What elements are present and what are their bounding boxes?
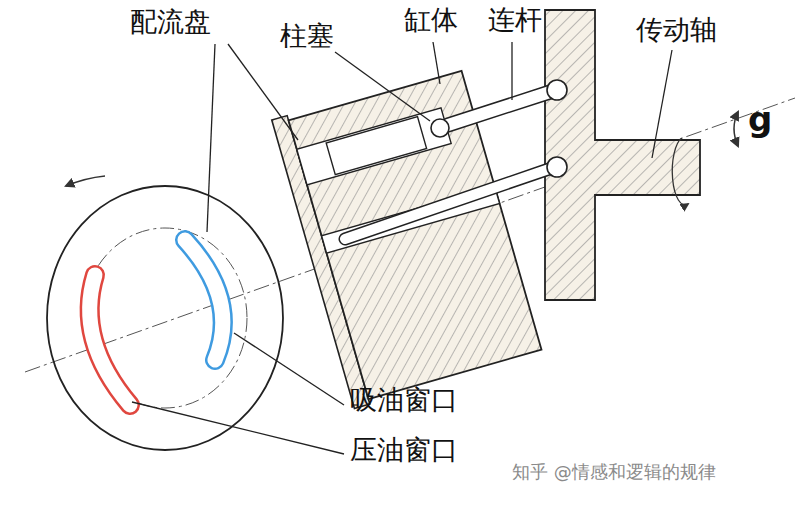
connecting-rods [345, 80, 567, 239]
leader-lines [132, 42, 672, 454]
part-label: 柱塞 [280, 20, 334, 51]
part-label: g [748, 100, 772, 139]
part-label: 压油窗口 [350, 434, 458, 465]
part-label: 连杆 [488, 4, 542, 35]
angle-arrow [734, 112, 738, 146]
rotation-arrow [672, 138, 688, 205]
part-label: 传动轴 [636, 14, 717, 45]
valve-plate-view [47, 176, 283, 450]
part-label: 缸体 [404, 4, 458, 35]
cylinder-block [272, 66, 543, 408]
drive-shaft [545, 10, 700, 300]
part-label: 配流盘 [130, 6, 211, 37]
watermark: 知乎 @情感和逻辑的规律 [512, 462, 716, 483]
part-label: 吸油窗口 [350, 384, 458, 415]
